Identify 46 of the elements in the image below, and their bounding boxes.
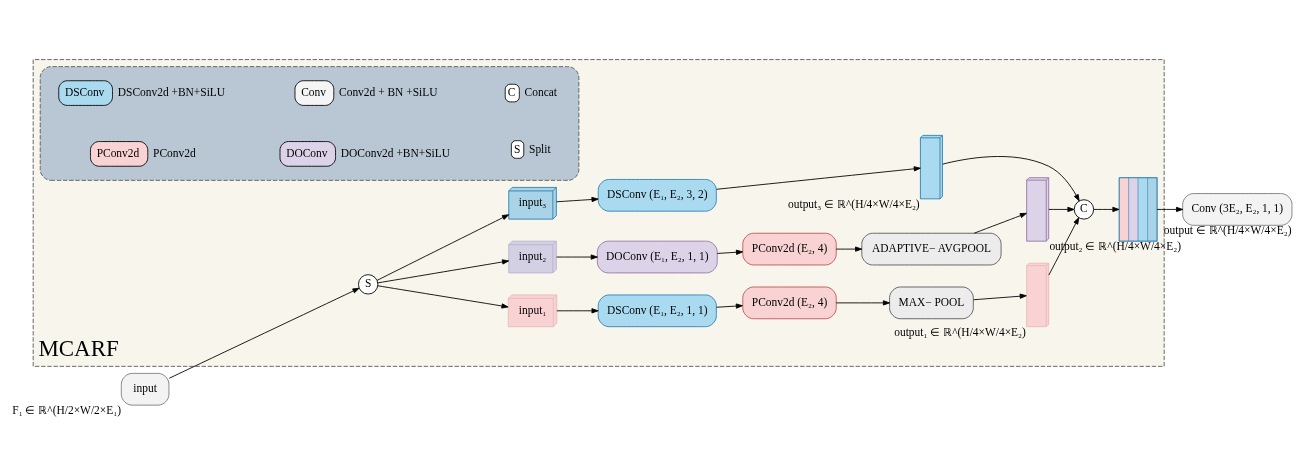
node-box: PConv2d (E₂, 4) [742, 286, 837, 319]
node-box [39, 65, 580, 181]
node-label: output ∈ ℝ^(H/4×W/4×E₂) [1163, 223, 1292, 236]
arrow [1048, 206, 1075, 212]
arrow [942, 155, 1080, 201]
node-box: Conv (3E₂, E₂, 1, 1) [1182, 192, 1293, 226]
arrow [716, 249, 744, 255]
legend-label: PConv2d [153, 146, 196, 159]
label: DSConv [64, 85, 105, 98]
node-box: input [120, 372, 170, 406]
arrow [1093, 206, 1120, 212]
node-box: DOConv (E₁, E₂, 1, 1) [596, 240, 718, 273]
node-circle: S [358, 273, 379, 294]
node-box: ADAPTIVE− AVGPOOL [861, 232, 1002, 265]
legend-label: Concat [524, 85, 558, 98]
arrow [376, 213, 510, 281]
label: C [507, 85, 516, 98]
arrow [973, 212, 1027, 234]
legend-label: Conv2d + BN +SiLU [339, 85, 438, 98]
node-circle: C [1073, 198, 1095, 220]
arrow [835, 299, 890, 305]
arrow [973, 293, 1027, 300]
arrow [168, 287, 360, 379]
arrow [377, 258, 510, 283]
arrow [716, 302, 743, 309]
legend-label: DSConv2d +BN+SiLU [117, 85, 226, 98]
arrow [377, 284, 509, 309]
node-label: output₁ ∈ ℝ^(H/4×W/4×E₂) [894, 325, 1026, 338]
arrow [556, 307, 599, 313]
node-label: F₁ ∈ ℝ^(H/2×W/2×E₁) [12, 403, 122, 416]
legend-label: DOConv2d +BN+SiLU [340, 146, 451, 159]
label: DOConv [286, 146, 328, 159]
arrow [556, 196, 599, 202]
node-box: PConv2d (E₂, 4) [742, 232, 837, 265]
label: PConv2d [96, 146, 140, 159]
arrow [556, 253, 598, 260]
arrow [1156, 206, 1184, 212]
node-box: DSConv (E₁, E₂, 1, 1) [597, 294, 717, 327]
node-label: output₃ ∈ ℝ^(H/4×W/4×E₂) [788, 197, 920, 210]
arrow [835, 246, 863, 252]
label: S [514, 141, 521, 154]
arrow [716, 165, 921, 190]
legend-label: Split [529, 141, 551, 154]
node-box: DSConv (E₁, E₂, 3, 2) [597, 178, 717, 212]
label: Conv [301, 85, 326, 98]
node-box: MAX− POOL [889, 286, 974, 319]
